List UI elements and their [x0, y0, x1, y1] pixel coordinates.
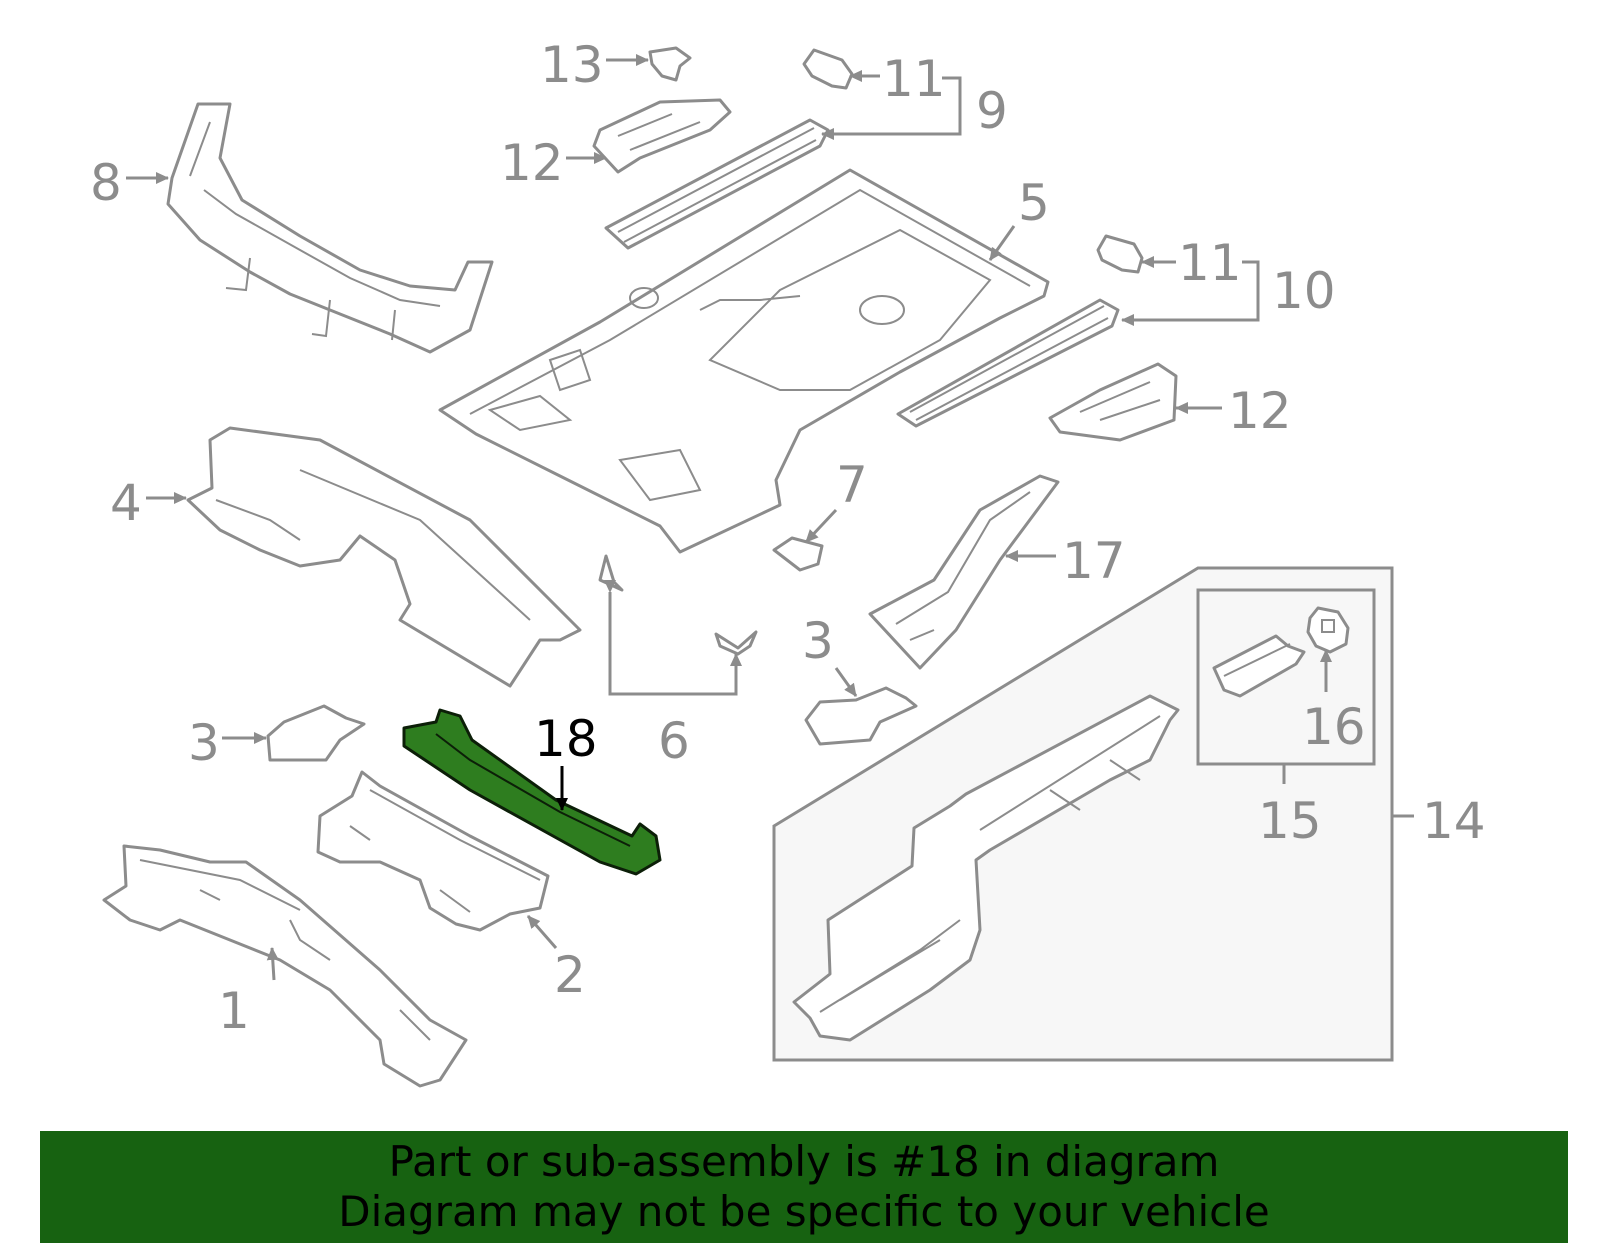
- part-12-lower-bracket: [1048, 362, 1178, 442]
- callout-1: 1: [218, 982, 250, 1040]
- callout-labels: 1 2 3 3 4 5 6 7 8 9 10 11 11 12 12 13 14…: [90, 36, 1486, 1040]
- leader-lines: [126, 54, 1414, 981]
- part-18-cross-member-highlighted: [402, 708, 662, 876]
- info-banner: Part or sub-assembly is #18 in diagram D…: [40, 1131, 1568, 1243]
- part-11-lower-bracket: [1096, 234, 1144, 274]
- part-3-right-bracket: [804, 686, 918, 746]
- callout-5: 5: [1018, 174, 1050, 232]
- part-17-brace: [868, 474, 1060, 670]
- callout-15: 15: [1258, 792, 1322, 850]
- callout-6: 6: [658, 712, 690, 770]
- group-box-14: [772, 566, 1394, 1062]
- part-4-floor-panel: [186, 426, 582, 688]
- part-3-left-bracket: [266, 704, 366, 762]
- part-8-cross-member: [166, 102, 494, 354]
- callout-3-left: 3: [188, 714, 220, 772]
- callout-4: 4: [110, 474, 142, 532]
- part-7-clip: [772, 536, 824, 572]
- part-1-side-member: [102, 844, 468, 1088]
- callout-17: 17: [1062, 532, 1126, 590]
- banner-line-2: Diagram may not be specific to your vehi…: [338, 1187, 1270, 1236]
- part-2-cross-member: [316, 770, 550, 932]
- callout-18-highlighted: 18: [534, 710, 598, 768]
- callout-16: 16: [1302, 698, 1366, 756]
- callout-13: 13: [540, 36, 604, 94]
- callout-9: 9: [976, 82, 1008, 140]
- callout-8: 8: [90, 154, 122, 212]
- callout-10: 10: [1272, 262, 1336, 320]
- callout-11-upper: 11: [882, 50, 946, 108]
- part-5-floor-pan: [438, 168, 1050, 554]
- part-6-clips: [598, 554, 758, 656]
- part-13-clip: [648, 46, 692, 82]
- part-12-upper-bracket: [592, 98, 732, 174]
- banner-line-1: Part or sub-assembly is #18 in diagram: [388, 1137, 1220, 1186]
- callout-7: 7: [836, 456, 868, 514]
- callout-12-upper: 12: [500, 134, 564, 192]
- callout-11-lower: 11: [1178, 234, 1242, 292]
- part-9-rail: [604, 118, 830, 250]
- callout-14: 14: [1422, 792, 1486, 850]
- callout-12-lower: 12: [1228, 382, 1292, 440]
- part-11-upper-bracket: [802, 48, 854, 90]
- callout-3-right: 3: [802, 612, 834, 670]
- callout-2: 2: [554, 946, 586, 1004]
- part-10-rail: [896, 298, 1120, 428]
